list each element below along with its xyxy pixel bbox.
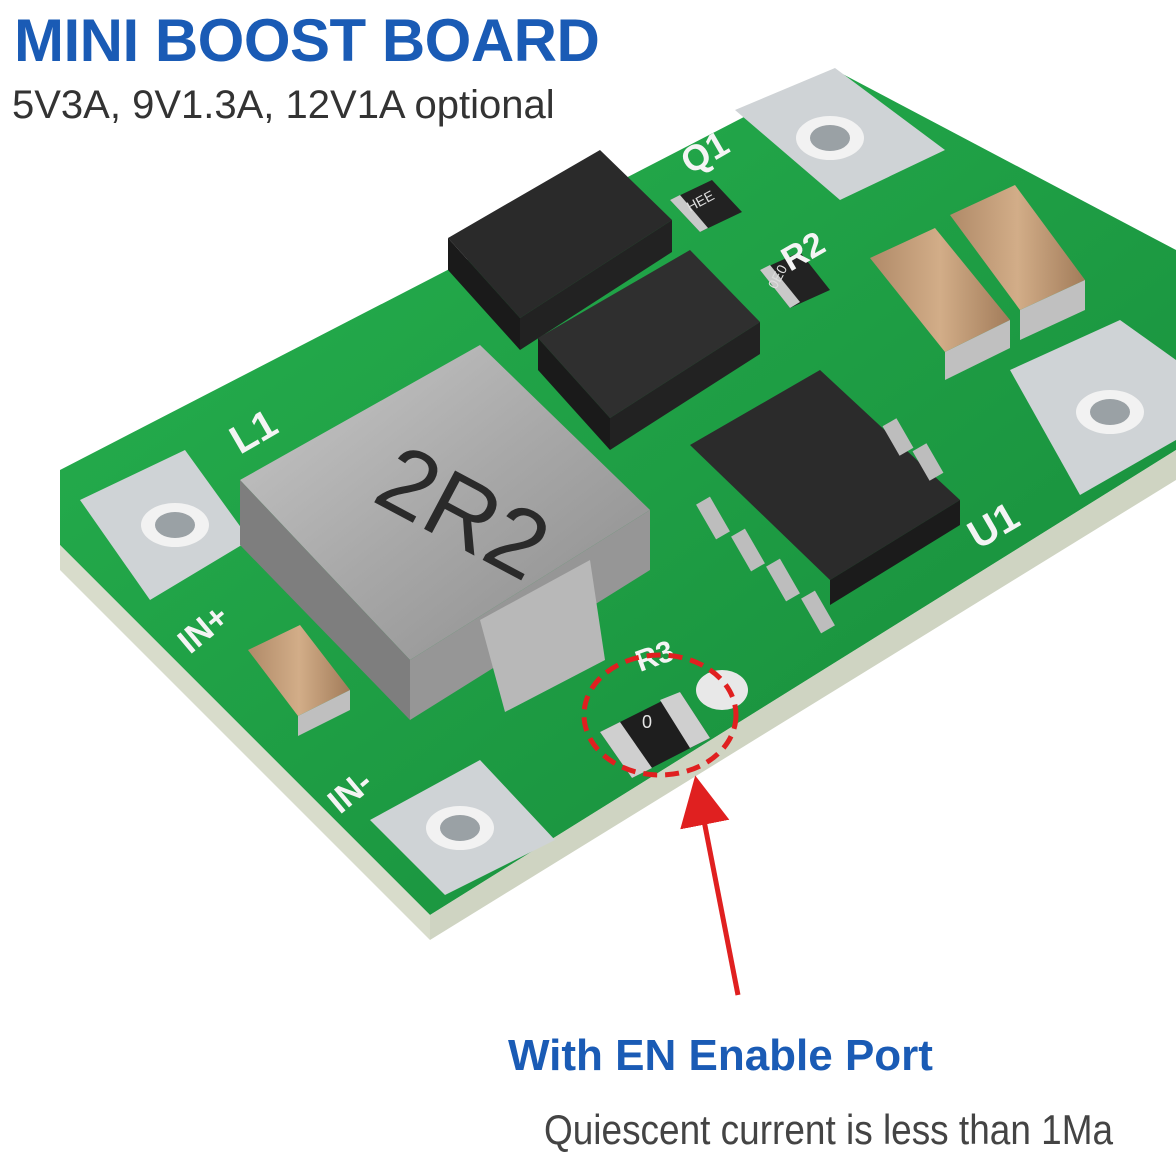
en-port-highlight bbox=[581, 652, 741, 996]
quiescent-current-note: Quiescent current is less than 1Ma bbox=[544, 1106, 1114, 1153]
diode-block-1 bbox=[448, 150, 672, 350]
page-subtitle: 5V3A, 9V1.3A, 12V1A optional bbox=[12, 83, 555, 127]
page-title: MINI BOOST BOARD bbox=[14, 7, 600, 74]
diode-block-2 bbox=[538, 250, 760, 450]
resistor-r2: 0E0 bbox=[760, 252, 830, 308]
input-capacitor bbox=[248, 625, 350, 736]
mounting-pad-in-minus bbox=[370, 760, 555, 895]
resistor-r1: HEE bbox=[670, 180, 742, 232]
feature-heading: With EN Enable Port bbox=[508, 1031, 933, 1080]
ic-u1 bbox=[690, 370, 960, 634]
mounting-pad-right bbox=[1010, 320, 1176, 495]
output-capacitor-2 bbox=[950, 185, 1085, 340]
resistor-r3: 0 bbox=[600, 670, 748, 778]
mounting-pad-in-plus bbox=[80, 450, 250, 600]
output-capacitor-1 bbox=[870, 228, 1010, 380]
pointer-arrow bbox=[680, 775, 741, 996]
inductor-l1: 2R2 bbox=[240, 345, 650, 720]
resistor-r3-code: 0 bbox=[642, 712, 652, 732]
mounting-pad-top bbox=[735, 68, 945, 200]
